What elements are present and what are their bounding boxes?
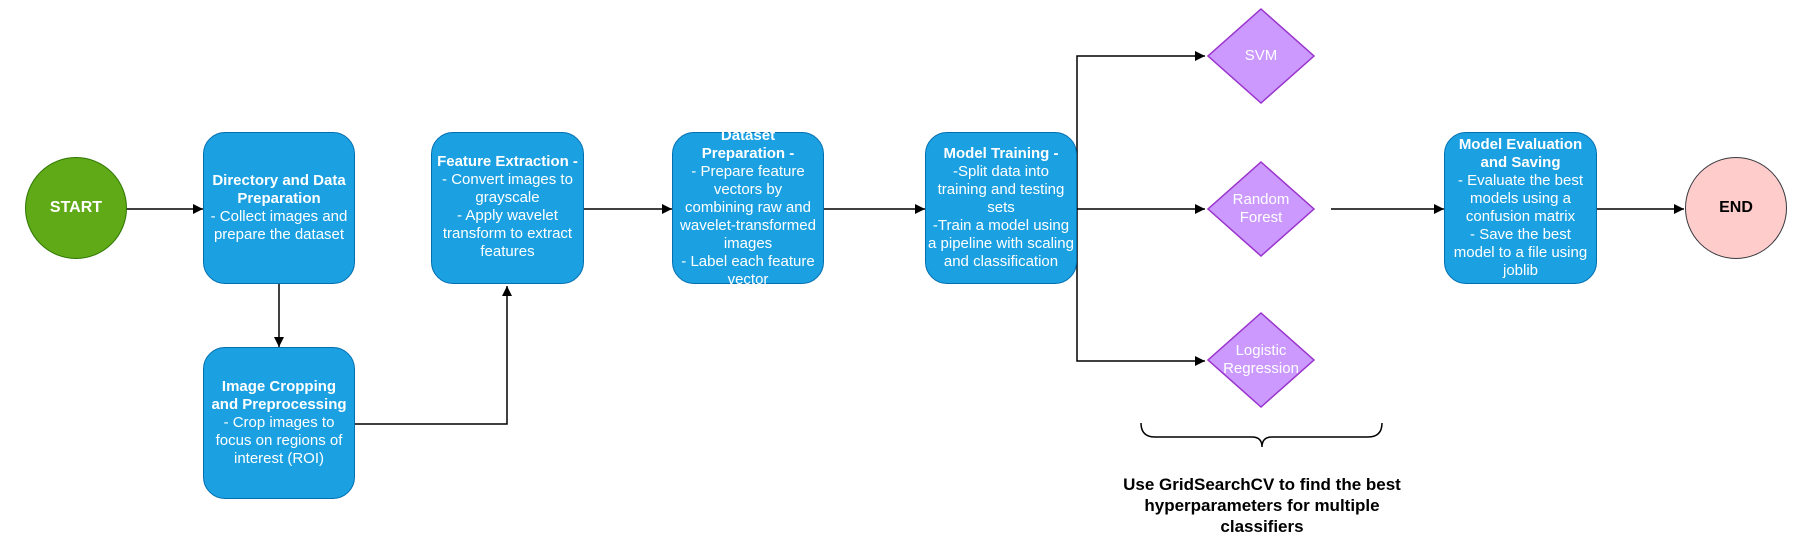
directory-title: Directory and Data Preparation xyxy=(212,172,346,207)
dataset-preparation-step: Dataset Preparation - - Prepare feature … xyxy=(672,127,824,288)
model-training-step: Model Training - -Split data into traini… xyxy=(925,132,1077,284)
cropping-body: - Crop images to focus on regions of int… xyxy=(215,414,343,467)
classifier-group-brace xyxy=(1140,422,1383,448)
dataset-preparation-title: Dataset Preparation - xyxy=(701,127,795,162)
directory-step: Directory and Data Preparation - Collect… xyxy=(203,132,355,284)
gridsearch-note: Use GridSearchCV to find the best hyperp… xyxy=(1123,475,1401,536)
edge-cropping-to-feature xyxy=(355,286,512,425)
end-label: END xyxy=(1719,199,1753,216)
edge-training-to-svm xyxy=(1076,51,1205,209)
model-evaluation-step: Model Evaluation and Saving - Evaluate t… xyxy=(1444,132,1597,284)
feature-extraction-step: Feature Extraction - - Convert images to… xyxy=(431,132,584,284)
random-forest-diamond-shape xyxy=(1206,160,1316,258)
model-training-body: -Split data into training and testing se… xyxy=(928,163,1074,270)
cropping-title: Image Cropping and Preprocessing xyxy=(211,378,347,413)
random-forest-label: Random Forest xyxy=(1232,191,1290,226)
logistic-regression-diamond-shape xyxy=(1206,311,1316,409)
dataset-preparation-body: - Prepare feature vectors by combining r… xyxy=(680,163,816,288)
feature-extraction-title: Feature Extraction - xyxy=(437,153,578,170)
svm-diamond-shape xyxy=(1206,7,1316,105)
start-label: START xyxy=(49,199,103,216)
directory-body: - Collect images and prepare the dataset xyxy=(210,208,348,243)
model-training-title: Model Training - xyxy=(943,145,1059,162)
feature-extraction-body: - Convert images to grayscale - Apply wa… xyxy=(442,171,573,260)
logistic-regression-label: Logistic Regression xyxy=(1223,342,1299,377)
svm-label: SVM xyxy=(1244,47,1278,64)
edge-training-to-logistic-regression xyxy=(1076,209,1205,366)
model-evaluation-title: Model Evaluation and Saving xyxy=(1458,136,1583,171)
cropping-step: Image Cropping and Preprocessing - Crop … xyxy=(203,347,355,499)
model-evaluation-body: - Evaluate the best models using a confu… xyxy=(1453,172,1588,279)
start-node: START xyxy=(25,157,127,259)
end-node: END xyxy=(1685,157,1787,259)
